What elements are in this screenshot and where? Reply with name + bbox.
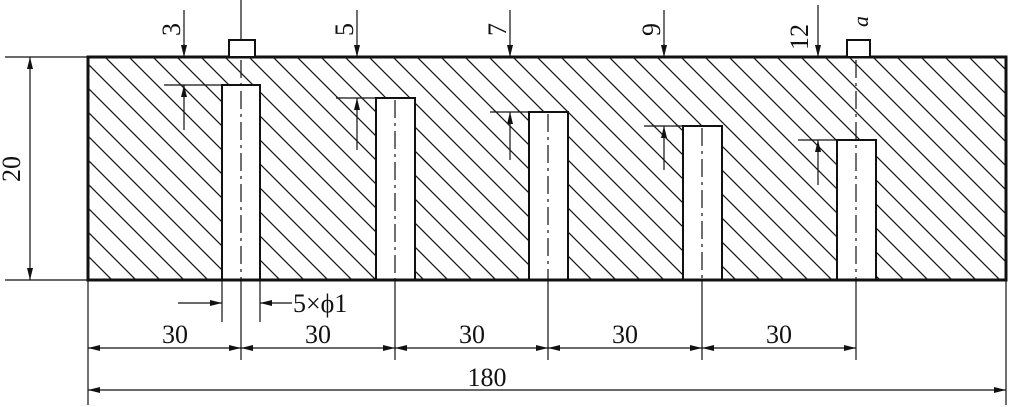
spacing-labels: 30 30 30 30 30 xyxy=(162,320,792,349)
depth-label-2: 5 xyxy=(330,23,359,36)
depth-label-5: 12 xyxy=(785,24,814,50)
block-body xyxy=(86,55,1008,282)
spacing-label-3: 30 xyxy=(459,320,485,349)
hole-centerlines xyxy=(240,60,857,280)
depth-label-4: 9 xyxy=(637,23,666,36)
spacing-label-5: 30 xyxy=(766,320,792,349)
depth-label-1: 3 xyxy=(157,23,186,36)
height-label: 20 xyxy=(0,156,26,182)
depth-dimensions xyxy=(164,5,837,185)
spacing-label-4: 30 xyxy=(612,320,638,349)
spacing-label-2: 30 xyxy=(305,320,331,349)
total-length-label: 180 xyxy=(468,363,507,392)
spacing-label-1: 30 xyxy=(162,320,188,349)
extension-lines xyxy=(5,0,1007,405)
hole-spec-label: 5×ϕ1 xyxy=(293,289,347,318)
depth-labels: 3 5 7 9 12 xyxy=(157,23,814,50)
sensor-block-icon xyxy=(228,39,871,58)
side-mark: a xyxy=(848,16,873,27)
depth-label-3: 7 xyxy=(483,23,512,36)
